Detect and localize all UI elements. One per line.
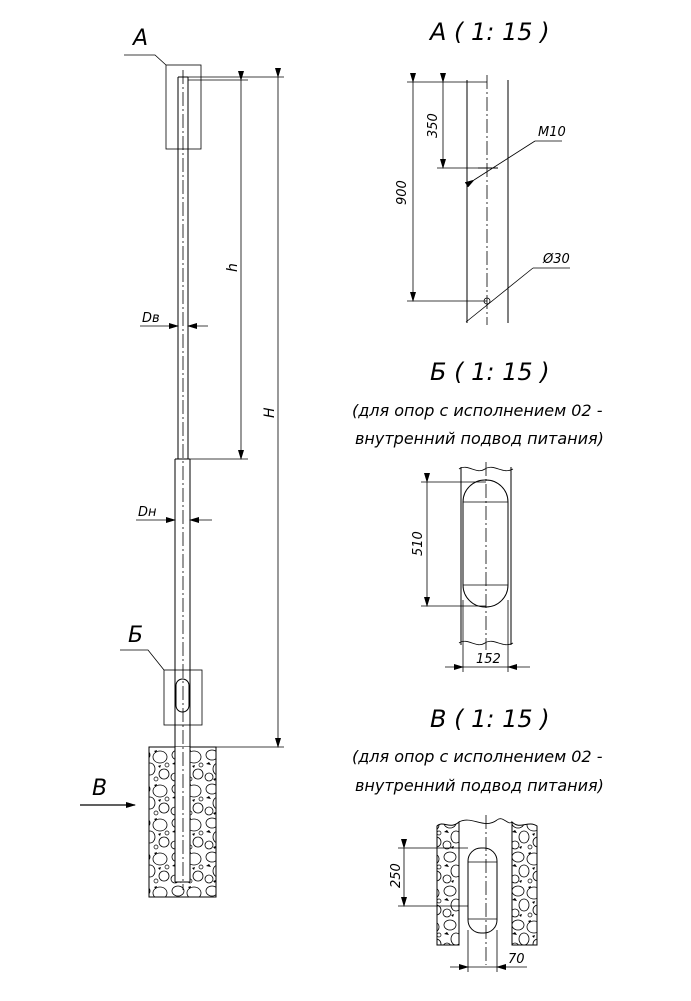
main-view: А Б В h H Dв (80, 26, 284, 898)
detail-b-frame (163, 669, 203, 726)
callout-a-leader (124, 54, 167, 66)
dim-dn: Dн (136, 505, 212, 523)
dim-350-label: 350 (426, 113, 441, 138)
dim-dn-label: Dн (138, 505, 157, 520)
dim-250-label: 250 (389, 863, 404, 888)
hole-label: Ø30 (542, 252, 570, 267)
detail-b-break-top (458, 466, 514, 472)
dim-152-label: 152 (476, 652, 501, 667)
detail-v-title: В ( 1: 15 ) (430, 705, 550, 733)
dim-h-total: H (188, 68, 284, 748)
detail-a: А ( 1: 15 ) 900 350 М10 Ø30 (395, 18, 570, 325)
detail-v-wall-right (511, 820, 538, 946)
detail-v-break (458, 818, 513, 824)
dim-dv: Dв (140, 311, 208, 329)
dim-70-label: 70 (508, 952, 525, 967)
foundation (148, 746, 217, 898)
detail-v-note-2: внутренний подвод питания) (355, 776, 604, 795)
main-hatch-slot (175, 678, 190, 713)
cable-hole (483, 297, 491, 305)
pole-lower-section (174, 458, 191, 747)
dim-h-total-label: H (262, 407, 278, 418)
detail-b-note-1: (для опор с исполнением 02 - (352, 401, 603, 420)
detail-a-title: А ( 1: 15 ) (428, 18, 550, 46)
hole-leader (465, 267, 534, 323)
dim-h-small-label: h (225, 263, 241, 272)
dim-900-label: 900 (395, 180, 410, 205)
thread-label: М10 (538, 125, 566, 140)
detail-a-frame (165, 64, 202, 150)
dim-510-label: 510 (411, 531, 426, 556)
detail-v-wall-left (436, 820, 460, 946)
detail-b-hatch-slot (462, 479, 509, 608)
detail-b: Б ( 1: 15 ) (для опор с исполнением 02 -… (352, 358, 604, 672)
thread-leader (464, 140, 536, 188)
arrow-v-label: В (92, 776, 107, 801)
detail-v-note-1: (для опор с исполнением 02 - (352, 747, 603, 766)
detail-b-note-2: внутренний подвод питания) (355, 429, 604, 448)
detail-v: В ( 1: 15 ) (для опор с исполнением 02 -… (352, 705, 604, 972)
detail-v-cable-slot (467, 847, 498, 934)
callout-a-label: А (131, 26, 148, 51)
detail-b-break-bottom (458, 640, 514, 646)
detail-b-title: Б ( 1: 15 ) (430, 358, 550, 386)
callout-b-leader (120, 649, 165, 671)
dim-h-small: h (188, 71, 248, 460)
callout-b-label: Б (128, 623, 143, 648)
dim-dv-label: Dв (142, 311, 160, 326)
